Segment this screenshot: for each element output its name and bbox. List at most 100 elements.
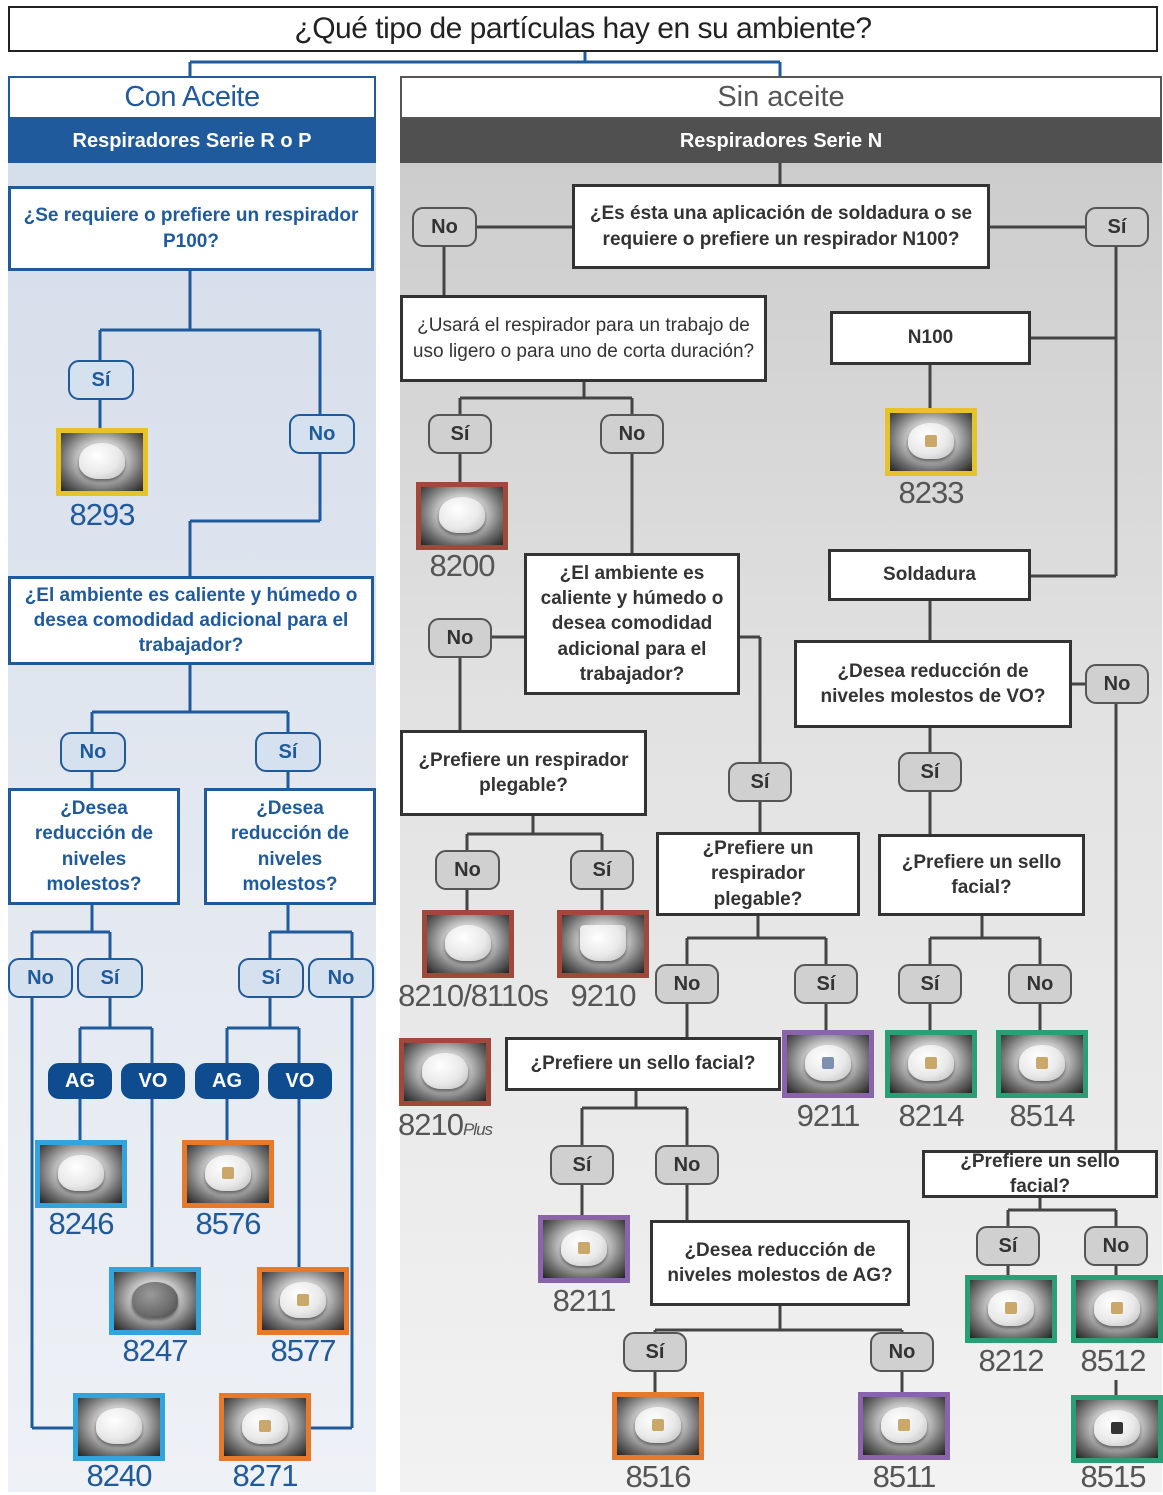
question-foldable-a: ¿Prefiere un respirador plegable? — [400, 730, 647, 816]
question-face-seal-a: ¿Prefiere un sello facial? — [878, 834, 1085, 916]
answer-yes-nuisance-b: Sí — [238, 958, 304, 998]
answer-no-light: No — [600, 414, 664, 454]
respirator-photo-8514 — [996, 1030, 1088, 1098]
answer-no-hot-left: No — [60, 732, 126, 772]
answer-yes-foldable-b: Sí — [794, 964, 858, 1004]
model-8210-plus-number: 8210 — [398, 1107, 464, 1142]
label-vo-a: VO — [121, 1063, 185, 1099]
answer-no-welding: No — [412, 207, 477, 247]
model-8210-plus: 8210Plus — [398, 1107, 498, 1143]
question-light-duty: ¿Usará el respirador para un trabajo de … — [400, 295, 767, 382]
question-hot-humid-right: ¿El ambiente es caliente y húmedo o dese… — [524, 553, 740, 695]
question-face-seal-c: ¿Prefiere un sello facial? — [922, 1150, 1158, 1198]
question-foldable-b: ¿Prefiere un respirador plegable? — [656, 832, 860, 916]
model-8271: 8271 — [232, 1458, 299, 1493]
question-face-seal-b: ¿Prefiere un sello facial? — [505, 1037, 781, 1091]
respirator-photo-8511 — [858, 1392, 950, 1460]
answer-yes-foldable-a: Sí — [570, 850, 634, 890]
model-plus-suffix: Plus — [462, 1120, 493, 1139]
answer-yes-vo: Sí — [898, 752, 962, 792]
question-nuisance-left-b: ¿Desea reducción de niveles molestos? — [204, 788, 376, 905]
respirator-photo-8576 — [182, 1140, 274, 1208]
respirator-photo-9210 — [557, 910, 649, 978]
model-8233: 8233 — [898, 475, 965, 510]
question-ag-nuisance: ¿Desea reducción de niveles molestos de … — [650, 1220, 910, 1306]
respirator-photo-8210 — [422, 910, 514, 978]
model-8516: 8516 — [625, 1459, 692, 1494]
question-nuisance-left-a: ¿Desea reducción de niveles molestos? — [8, 788, 180, 905]
respirator-photo-8293 — [56, 428, 148, 496]
answer-yes-light: Sí — [428, 414, 492, 454]
model-8514: 8514 — [1009, 1098, 1076, 1133]
question-hot-humid-left: ¿El ambiente es caliente y húmedo o dese… — [8, 576, 374, 665]
respirator-photo-8240 — [73, 1393, 165, 1461]
answer-no-nuisance-a: No — [8, 958, 73, 998]
box-soldadura: Soldadura — [828, 549, 1031, 601]
model-8515: 8515 — [1080, 1459, 1147, 1494]
right-series-banner: Respiradores Serie N — [400, 119, 1162, 163]
respirator-photo-8214 — [885, 1030, 977, 1098]
model-8240: 8240 — [86, 1458, 153, 1493]
model-8247: 8247 — [122, 1333, 189, 1368]
model-9210: 9210 — [570, 978, 637, 1013]
left-series-banner: Respiradores Serie R o P — [8, 119, 376, 163]
left-heading: Con Aceite — [8, 76, 376, 119]
answer-no-ag: No — [870, 1332, 934, 1372]
answer-yes-nuisance-a: Sí — [77, 958, 143, 998]
model-8512: 8512 — [1080, 1343, 1147, 1378]
answer-no-hot-right: No — [428, 618, 492, 658]
respirator-photo-8516 — [612, 1392, 704, 1460]
answer-no-nuisance-b: No — [308, 958, 374, 998]
model-8576: 8576 — [195, 1206, 262, 1241]
model-8511: 8511 — [872, 1459, 937, 1494]
answer-no-seal-a: No — [1008, 964, 1072, 1004]
answer-no-seal-c: No — [1084, 1226, 1148, 1266]
answer-yes-hot-left: Sí — [255, 732, 321, 772]
answer-yes-seal-c: Sí — [976, 1226, 1040, 1266]
respirator-photo-8246 — [35, 1140, 127, 1208]
respirator-photo-8515 — [1071, 1395, 1163, 1463]
answer-no-seal-b: No — [655, 1145, 719, 1185]
answer-no-foldable-a: No — [435, 850, 500, 890]
respirator-photo-8212 — [965, 1275, 1057, 1343]
model-8211: 8211 — [552, 1283, 617, 1318]
model-8210-8110s: 8210/8110s — [398, 978, 549, 1013]
label-ag-b: AG — [195, 1063, 259, 1099]
answer-no-p100: No — [289, 414, 355, 454]
label-ag-a: AG — [48, 1063, 112, 1099]
answer-yes-ag: Sí — [623, 1332, 687, 1372]
model-8214: 8214 — [898, 1098, 965, 1133]
model-8212: 8212 — [978, 1343, 1045, 1378]
respirator-photo-8211 — [538, 1215, 630, 1283]
respirator-photo-8271 — [219, 1393, 311, 1461]
right-heading: Sin aceite — [400, 76, 1162, 119]
question-vo-nuisance: ¿Desea reducción de niveles molestos de … — [794, 640, 1072, 728]
left-panel-background — [8, 76, 376, 1492]
label-vo-b: VO — [268, 1063, 332, 1099]
model-8246: 8246 — [48, 1206, 115, 1241]
respirator-photo-8577 — [257, 1267, 349, 1335]
box-n100: N100 — [830, 311, 1031, 365]
answer-no-foldable-b: No — [655, 964, 719, 1004]
question-p100: ¿Se requiere o prefiere un respirador P1… — [8, 186, 374, 271]
respirator-photo-8247 — [109, 1267, 201, 1335]
question-welding-n100: ¿Es ésta una aplicación de soldadura o s… — [572, 184, 990, 269]
respirator-photo-8512 — [1071, 1275, 1163, 1343]
answer-no-vo: No — [1085, 664, 1149, 704]
respirator-photo-8233 — [885, 408, 977, 476]
model-8577: 8577 — [270, 1333, 337, 1368]
respirator-photo-9211 — [782, 1030, 874, 1098]
answer-yes-welding: Sí — [1085, 207, 1149, 247]
page-title: ¿Qué tipo de partículas hay en su ambien… — [8, 6, 1158, 52]
answer-yes-p100: Sí — [68, 360, 134, 400]
model-9211: 9211 — [796, 1098, 861, 1133]
model-8200: 8200 — [429, 548, 496, 583]
respirator-photo-8210-plus — [399, 1038, 491, 1106]
model-8293: 8293 — [69, 497, 136, 532]
respirator-photo-8200 — [416, 482, 508, 550]
answer-yes-seal-a: Sí — [898, 964, 962, 1004]
answer-yes-hot-right: Sí — [728, 762, 792, 802]
answer-yes-seal-b: Sí — [550, 1145, 614, 1185]
